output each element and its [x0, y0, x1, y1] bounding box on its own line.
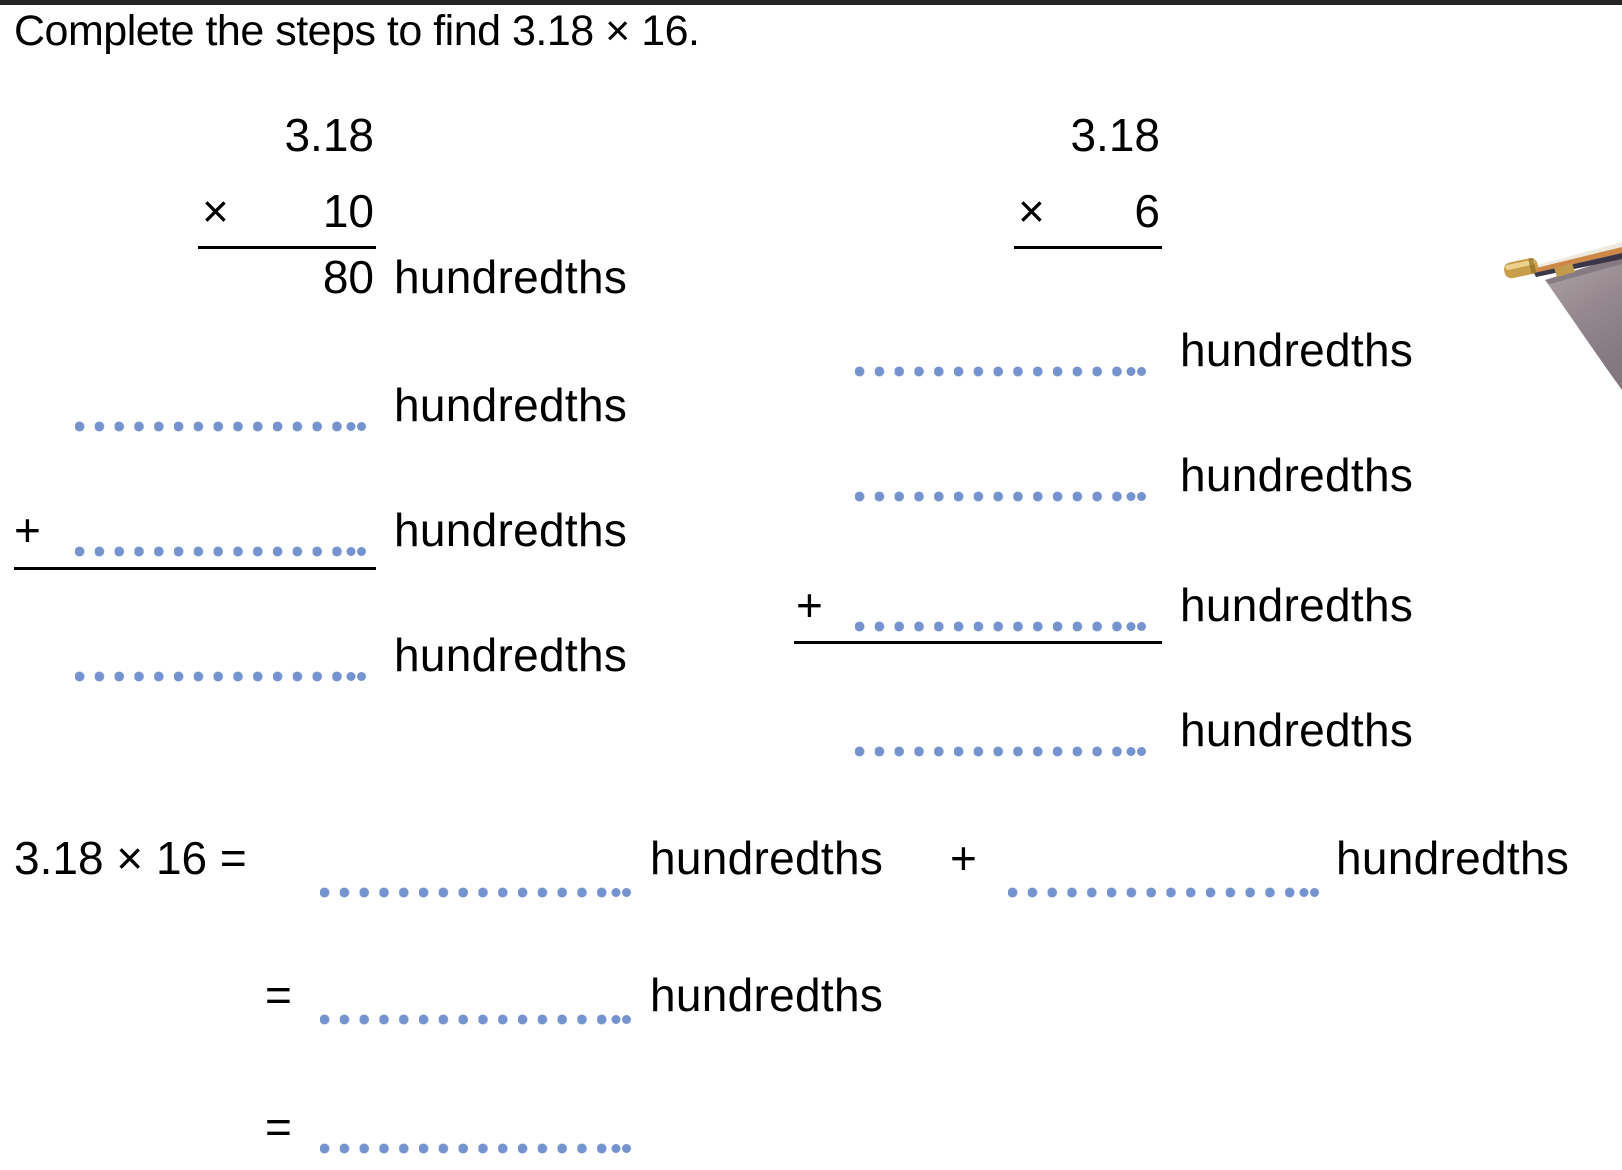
umbrella-tip-photo	[1504, 242, 1622, 390]
unit-label: hundredths	[1180, 579, 1414, 631]
unit-label: hundredths	[1336, 832, 1570, 884]
page-title: Complete the steps to find 3.18 × 16.	[14, 7, 700, 55]
plus-sign: +	[796, 579, 823, 631]
plus-sign: +	[950, 832, 977, 884]
top-border	[0, 0, 1622, 5]
answer-blank[interactable]	[75, 545, 366, 558]
answer-blank[interactable]	[320, 1142, 631, 1155]
unit-label: hundredths	[1180, 704, 1414, 756]
left-sum-rule	[14, 567, 376, 570]
unit-label: hundredths	[650, 969, 884, 1021]
answer-blank[interactable]	[320, 886, 631, 899]
right-multiplier: 6	[1134, 185, 1160, 237]
answer-blank[interactable]	[855, 620, 1146, 633]
left-multiplier: 10	[322, 185, 374, 237]
answer-blank[interactable]	[75, 420, 366, 433]
unit-label: hundredths	[394, 629, 628, 681]
answer-blank[interactable]	[1008, 886, 1319, 899]
left-product-value: 80	[322, 251, 374, 303]
unit-label: hundredths	[650, 832, 884, 884]
left-product-unit: hundredths	[394, 251, 628, 303]
unit-label: hundredths	[394, 379, 628, 431]
right-multiplicand: 3.18	[1070, 109, 1160, 161]
answer-blank[interactable]	[855, 745, 1146, 758]
equals-sign: =	[265, 969, 292, 1021]
right-multiply-sign: ×	[1018, 185, 1045, 237]
equals-sign: =	[265, 1101, 292, 1153]
right-product-rule	[1014, 246, 1162, 249]
unit-label: hundredths	[1180, 324, 1414, 376]
left-multiply-sign: ×	[202, 185, 229, 237]
right-sum-rule	[794, 641, 1162, 644]
answer-blank[interactable]	[855, 365, 1146, 378]
unit-label: hundredths	[394, 504, 628, 556]
left-multiplicand: 3.18	[284, 109, 374, 161]
unit-label: hundredths	[1180, 449, 1414, 501]
answer-blank[interactable]	[320, 1013, 631, 1026]
answer-blank[interactable]	[75, 670, 366, 683]
equation-expression: 3.18 × 16 =	[14, 832, 247, 884]
plus-sign: +	[14, 504, 41, 556]
left-product-rule	[198, 246, 376, 249]
answer-blank[interactable]	[855, 490, 1146, 503]
